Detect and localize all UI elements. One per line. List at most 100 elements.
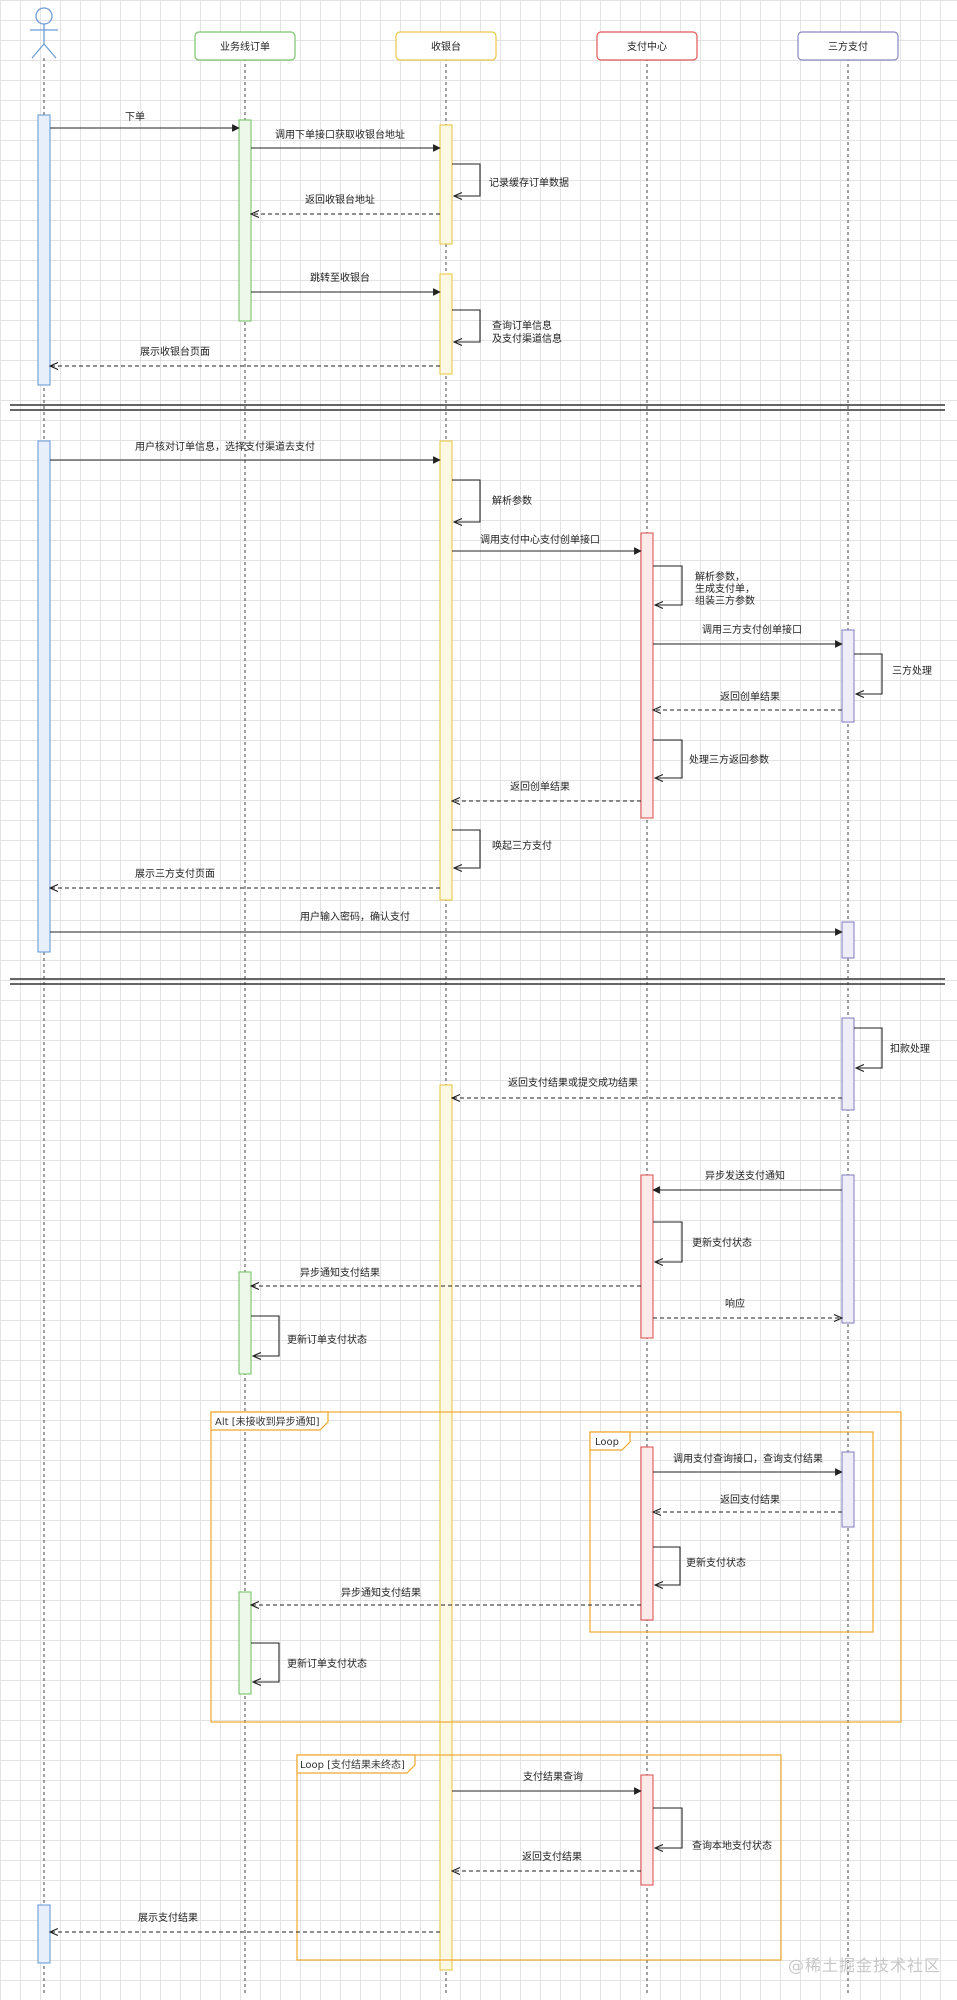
svg-text:更新支付状态: 更新支付状态 xyxy=(686,1556,746,1569)
biz-activation-2 xyxy=(238,1271,252,1375)
svg-text:跳转至收银台: 跳转至收银台 xyxy=(310,271,370,284)
msg-28: 返回支付结果 xyxy=(653,1493,842,1512)
msg-24: 异步通知支付结果 xyxy=(251,1266,641,1286)
svg-text:调用下单接口获取收银台地址: 调用下单接口获取收银台地址 xyxy=(275,128,405,141)
participant-biz: 业务线订单 xyxy=(194,31,296,61)
participant-third-label: 三方支付 xyxy=(828,40,868,53)
msg-33-self: 查询本地支付状态 xyxy=(653,1807,772,1852)
msg-26-self: 更新订单支付状态 xyxy=(251,1315,367,1356)
msg-2: 调用下单接口获取收银台地址 xyxy=(251,128,441,152)
svg-text:唤起三方支付: 唤起三方支付 xyxy=(492,839,552,852)
msg-13-self: 三方处理 xyxy=(854,653,932,694)
svg-text:展示收银台页面: 展示收银台页面 xyxy=(140,345,210,358)
svg-text:返回支付结果: 返回支付结果 xyxy=(720,1493,780,1506)
user-activation-3 xyxy=(37,1904,51,1964)
cashier-activation-3 xyxy=(439,440,453,901)
svg-text:更新订单支付状态: 更新订单支付状态 xyxy=(287,1333,367,1346)
loop-frame-outer-title: Loop [支付结果未终态] xyxy=(300,1758,405,1771)
msg-1: 下单 xyxy=(50,111,240,132)
cashier-activation-2 xyxy=(439,273,453,375)
svg-text:返回收银台地址: 返回收银台地址 xyxy=(305,193,375,206)
msg-7: 展示收银台页面 xyxy=(50,345,440,366)
svg-text:查询本地支付状态: 查询本地支付状态 xyxy=(692,1839,772,1852)
loop-frame-inner-title: Loop xyxy=(595,1437,619,1448)
msg-9-self: 解析参数 xyxy=(452,479,532,522)
svg-text:更新订单支付状态: 更新订单支付状态 xyxy=(287,1657,367,1670)
msg-35: 展示支付结果 xyxy=(50,1911,440,1932)
participant-paycenter: 支付中心 xyxy=(596,31,698,61)
svg-text:生成支付单，: 生成支付单， xyxy=(695,582,755,595)
msg-23-self: 更新支付状态 xyxy=(653,1221,752,1262)
cashier-activation-4 xyxy=(439,1084,453,1971)
user-activation-1 xyxy=(37,114,51,386)
cashier-activation-1 xyxy=(439,124,453,245)
msg-10: 调用支付中心支付创单接口 xyxy=(452,533,642,555)
participant-cashier: 收银台 xyxy=(395,31,497,61)
paycenter-activation-4 xyxy=(640,1774,654,1886)
svg-text:异步通知支付结果: 异步通知支付结果 xyxy=(300,1266,380,1279)
svg-text:调用支付中心支付创单接口: 调用支付中心支付创单接口 xyxy=(480,533,600,546)
section-divider-1 xyxy=(10,404,945,411)
paycenter-activation-2 xyxy=(640,1174,654,1339)
msg-29-self: 更新支付状态 xyxy=(653,1546,746,1585)
svg-text:异步通知支付结果: 异步通知支付结果 xyxy=(341,1586,421,1599)
third-activation-5 xyxy=(841,1451,855,1528)
svg-text:用户输入密码，确认支付: 用户输入密码，确认支付 xyxy=(300,910,410,923)
watermark: @稀土掘金技术社区 xyxy=(787,1956,941,1975)
msg-18: 展示三方支付页面 xyxy=(50,867,440,888)
svg-text:响应: 响应 xyxy=(725,1297,745,1310)
svg-text:及支付渠道信息: 及支付渠道信息 xyxy=(492,332,562,345)
paycenter-activation-1 xyxy=(640,532,654,819)
svg-text:异步发送支付通知: 异步发送支付通知 xyxy=(705,1169,785,1182)
third-activation-1 xyxy=(841,629,855,723)
msg-22: 异步发送支付通知 xyxy=(652,1169,842,1194)
svg-text:用户核对订单信息，选择支付渠道去支付: 用户核对订单信息，选择支付渠道去支付 xyxy=(135,440,315,453)
msg-12: 调用三方支付创单接口 xyxy=(653,623,843,648)
svg-text:返回支付结果: 返回支付结果 xyxy=(522,1850,582,1863)
loop-frame-outer: Loop [支付结果未终态] xyxy=(296,1754,782,1961)
msg-30: 异步通知支付结果 xyxy=(251,1586,641,1605)
biz-activation-3 xyxy=(238,1591,252,1695)
svg-text:下单: 下单 xyxy=(125,111,145,123)
msg-19: 用户输入密码，确认支付 xyxy=(50,910,843,936)
alt-frame-title: Alt [未接收到异步通知] xyxy=(215,1415,320,1428)
alt-frame: Alt [未接收到异步通知] xyxy=(210,1411,902,1723)
msg-8: 用户核对订单信息，选择支付渠道去支付 xyxy=(50,440,441,464)
svg-text:扣款处理: 扣款处理 xyxy=(890,1042,930,1055)
svg-text:返回创单结果: 返回创单结果 xyxy=(510,780,570,793)
user-actor-icon xyxy=(30,7,58,59)
svg-text:支付结果查询: 支付结果查询 xyxy=(523,1770,583,1783)
svg-text:处理三方返回参数: 处理三方返回参数 xyxy=(689,753,769,766)
third-activation-4 xyxy=(841,1174,855,1324)
svg-text:调用三方支付创单接口: 调用三方支付创单接口 xyxy=(702,623,802,636)
svg-text:展示支付结果: 展示支付结果 xyxy=(138,1911,198,1924)
participant-cashier-label: 收银台 xyxy=(431,40,461,53)
msg-17-self: 唤起三方支付 xyxy=(452,829,552,868)
svg-text:返回支付结果或提交成功结果: 返回支付结果或提交成功结果 xyxy=(508,1076,638,1089)
svg-text:解析参数，: 解析参数， xyxy=(695,570,745,583)
participant-third: 三方支付 xyxy=(797,31,899,61)
svg-text:组装三方参数: 组装三方参数 xyxy=(695,594,755,607)
svg-text:查询订单信息: 查询订单信息 xyxy=(492,319,552,332)
paycenter-activation-3 xyxy=(640,1446,654,1621)
msg-21: 返回支付结果或提交成功结果 xyxy=(452,1076,842,1098)
msg-14: 返回创单结果 xyxy=(653,690,842,710)
msg-4: 返回收银台地址 xyxy=(251,193,440,214)
participant-biz-label: 业务线订单 xyxy=(220,40,270,53)
section-divider-2 xyxy=(10,978,945,985)
msg-31-self: 更新订单支付状态 xyxy=(251,1642,367,1682)
msg-11-self: 解析参数， 生成支付单， 组装三方参数 xyxy=(653,565,755,607)
msg-15-self: 处理三方返回参数 xyxy=(653,739,769,778)
msg-27: 调用支付查询接口，查询支付结果 xyxy=(653,1452,843,1476)
msg-6-self: 查询订单信息 及支付渠道信息 xyxy=(452,309,562,345)
svg-text:返回创单结果: 返回创单结果 xyxy=(720,690,780,703)
user-activation-2 xyxy=(37,440,51,953)
biz-activation-1 xyxy=(238,119,252,322)
third-activation-3 xyxy=(841,1017,855,1111)
svg-text:三方处理: 三方处理 xyxy=(892,664,932,677)
svg-text:更新支付状态: 更新支付状态 xyxy=(692,1236,752,1249)
svg-text:调用支付查询接口，查询支付结果: 调用支付查询接口，查询支付结果 xyxy=(673,1452,823,1465)
msg-5: 跳转至收银台 xyxy=(251,271,441,296)
msg-20-self: 扣款处理 xyxy=(854,1027,930,1068)
